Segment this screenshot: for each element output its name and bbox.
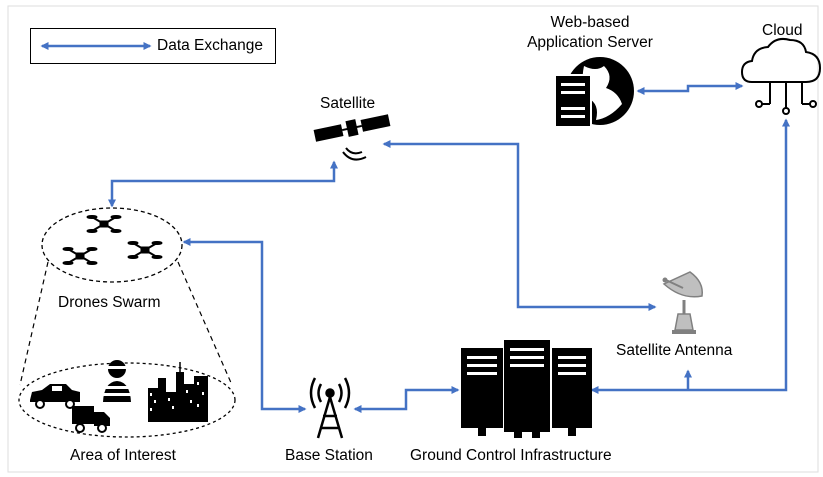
server-rack-icon xyxy=(461,340,592,438)
drones-swarm-boundary xyxy=(41,207,183,283)
drone-icon xyxy=(62,247,98,265)
legend-label: Data Exchange xyxy=(157,37,263,54)
antenna-tower-icon xyxy=(309,377,351,439)
cloud-label: Cloud xyxy=(762,22,803,39)
drones-swarm-label: Drones Swarm xyxy=(58,294,161,311)
link-satellite-drones xyxy=(108,160,338,208)
area-of-interest-boundary xyxy=(18,362,236,438)
drone-icon xyxy=(127,241,163,259)
truck-icon xyxy=(72,406,110,433)
city-icon xyxy=(148,362,208,422)
link-server-cloud xyxy=(636,82,744,95)
link-drones-basestation xyxy=(182,238,307,413)
web-server-label-line2: Application Server xyxy=(527,34,653,51)
ground-control-label: Ground Control Infrastructure xyxy=(410,447,612,464)
satellite-antenna-label: Satellite Antenna xyxy=(616,342,733,359)
link-satellite-antenna xyxy=(382,140,657,311)
area-of-interest-label: Area of Interest xyxy=(70,447,176,464)
view-cone-left xyxy=(19,261,49,386)
web-server-label-line1: Web-based xyxy=(550,14,630,31)
cloud-icon xyxy=(740,37,822,115)
satellite-icon xyxy=(313,114,391,161)
drone-icon xyxy=(86,215,122,233)
car-icon xyxy=(30,384,80,409)
person-icon xyxy=(103,360,131,402)
view-cone-right xyxy=(177,261,233,386)
satellite-dish-icon xyxy=(662,271,703,334)
legend-box: Data Exchange xyxy=(30,28,276,64)
outer-frame xyxy=(7,5,819,473)
link-basestation-ground xyxy=(353,386,460,413)
server-globe-icon xyxy=(554,57,634,128)
satellite-label: Satellite xyxy=(320,95,376,112)
base-station-label: Base Station xyxy=(285,447,373,464)
link-ground-cloud xyxy=(590,118,790,394)
